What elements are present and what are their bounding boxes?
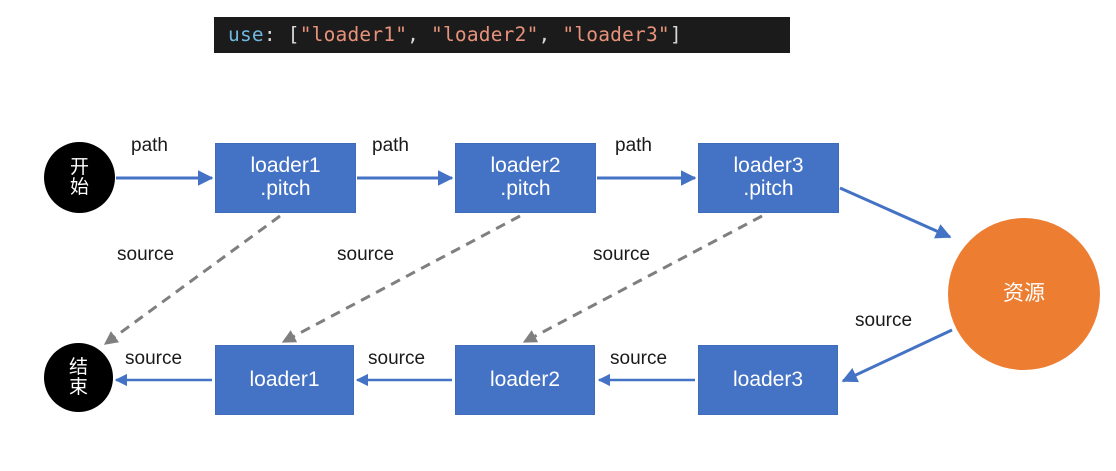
code-token-string-loader2: "loader2" <box>431 23 539 47</box>
node-loader1[interactable]: loader1 <box>215 345 354 415</box>
code-token-close-bracket: ] <box>669 23 682 47</box>
edge-dashed-loader3-pitch-to-loader2 <box>522 214 763 344</box>
edge-label-path-1: path <box>131 135 168 156</box>
code-token-comma-1: , <box>407 23 432 47</box>
edge-label-dashed-source-1: source <box>117 244 175 265</box>
edge-label-bottom-source-3: source <box>610 348 668 369</box>
node-resource-label: 资源 <box>1003 281 1045 305</box>
edge-label-bottom-source-2: source <box>368 348 426 369</box>
node-end[interactable]: 结 束 <box>44 343 113 412</box>
edge-label-resource-source: source <box>855 310 913 331</box>
node-loader1-label: loader1 <box>249 367 320 391</box>
code-token-colon: : <box>263 23 276 47</box>
node-resource[interactable]: 资源 <box>948 218 1100 370</box>
node-loader3-pitch-line1: loader3 <box>733 154 804 178</box>
node-loader3-pitch[interactable]: loader3 .pitch <box>698 143 839 213</box>
code-token-string-loader1: "loader1" <box>299 23 408 47</box>
node-loader2-pitch[interactable]: loader2 .pitch <box>455 143 596 213</box>
node-loader3-label: loader3 <box>732 367 804 391</box>
node-loader3-pitch-line2: .pitch <box>743 177 794 200</box>
node-start-line1: 开 <box>69 157 89 179</box>
node-start[interactable]: 开 始 <box>44 142 115 213</box>
node-end-line1: 结 <box>68 357 88 379</box>
edge-label-dashed-source-2: source <box>337 244 395 265</box>
code-token-string-loader3: "loader3" <box>562 23 670 47</box>
node-loader1-pitch-line2: .pitch <box>260 177 311 200</box>
node-loader3[interactable]: loader3 <box>698 345 838 415</box>
edge-resource-to-loader3 <box>841 328 953 383</box>
node-loader1-pitch-line1: loader1 <box>250 154 321 178</box>
code-line: use: ["loader1", "loader2", "loader3"] <box>228 25 682 45</box>
node-end-line2: 束 <box>68 376 88 398</box>
edge-dashed-loader1-pitch-to-end <box>103 214 281 346</box>
code-token-open-bracket: [ <box>287 23 300 47</box>
edge-loader3-pitch-to-resource <box>839 186 952 239</box>
node-loader2[interactable]: loader2 <box>455 345 595 415</box>
node-start-line2: 始 <box>69 176 89 198</box>
code-banner: use: ["loader1", "loader2", "loader3"] <box>214 17 790 53</box>
edge-label-path-3: path <box>615 135 652 156</box>
edge-label-dashed-source-3: source <box>593 244 651 265</box>
code-token-comma-2: , <box>538 23 563 47</box>
edge-label-bottom-source-1: source <box>125 348 183 369</box>
edge-label-path-2: path <box>372 135 409 156</box>
node-loader1-pitch[interactable]: loader1 .pitch <box>215 143 356 213</box>
node-loader2-pitch-line2: .pitch <box>500 177 551 200</box>
code-token-key: use <box>228 23 264 47</box>
node-loader2-pitch-line1: loader2 <box>490 154 561 178</box>
node-loader2-label: loader2 <box>489 367 561 391</box>
edge-dashed-loader2-pitch-to-loader1 <box>281 214 521 344</box>
